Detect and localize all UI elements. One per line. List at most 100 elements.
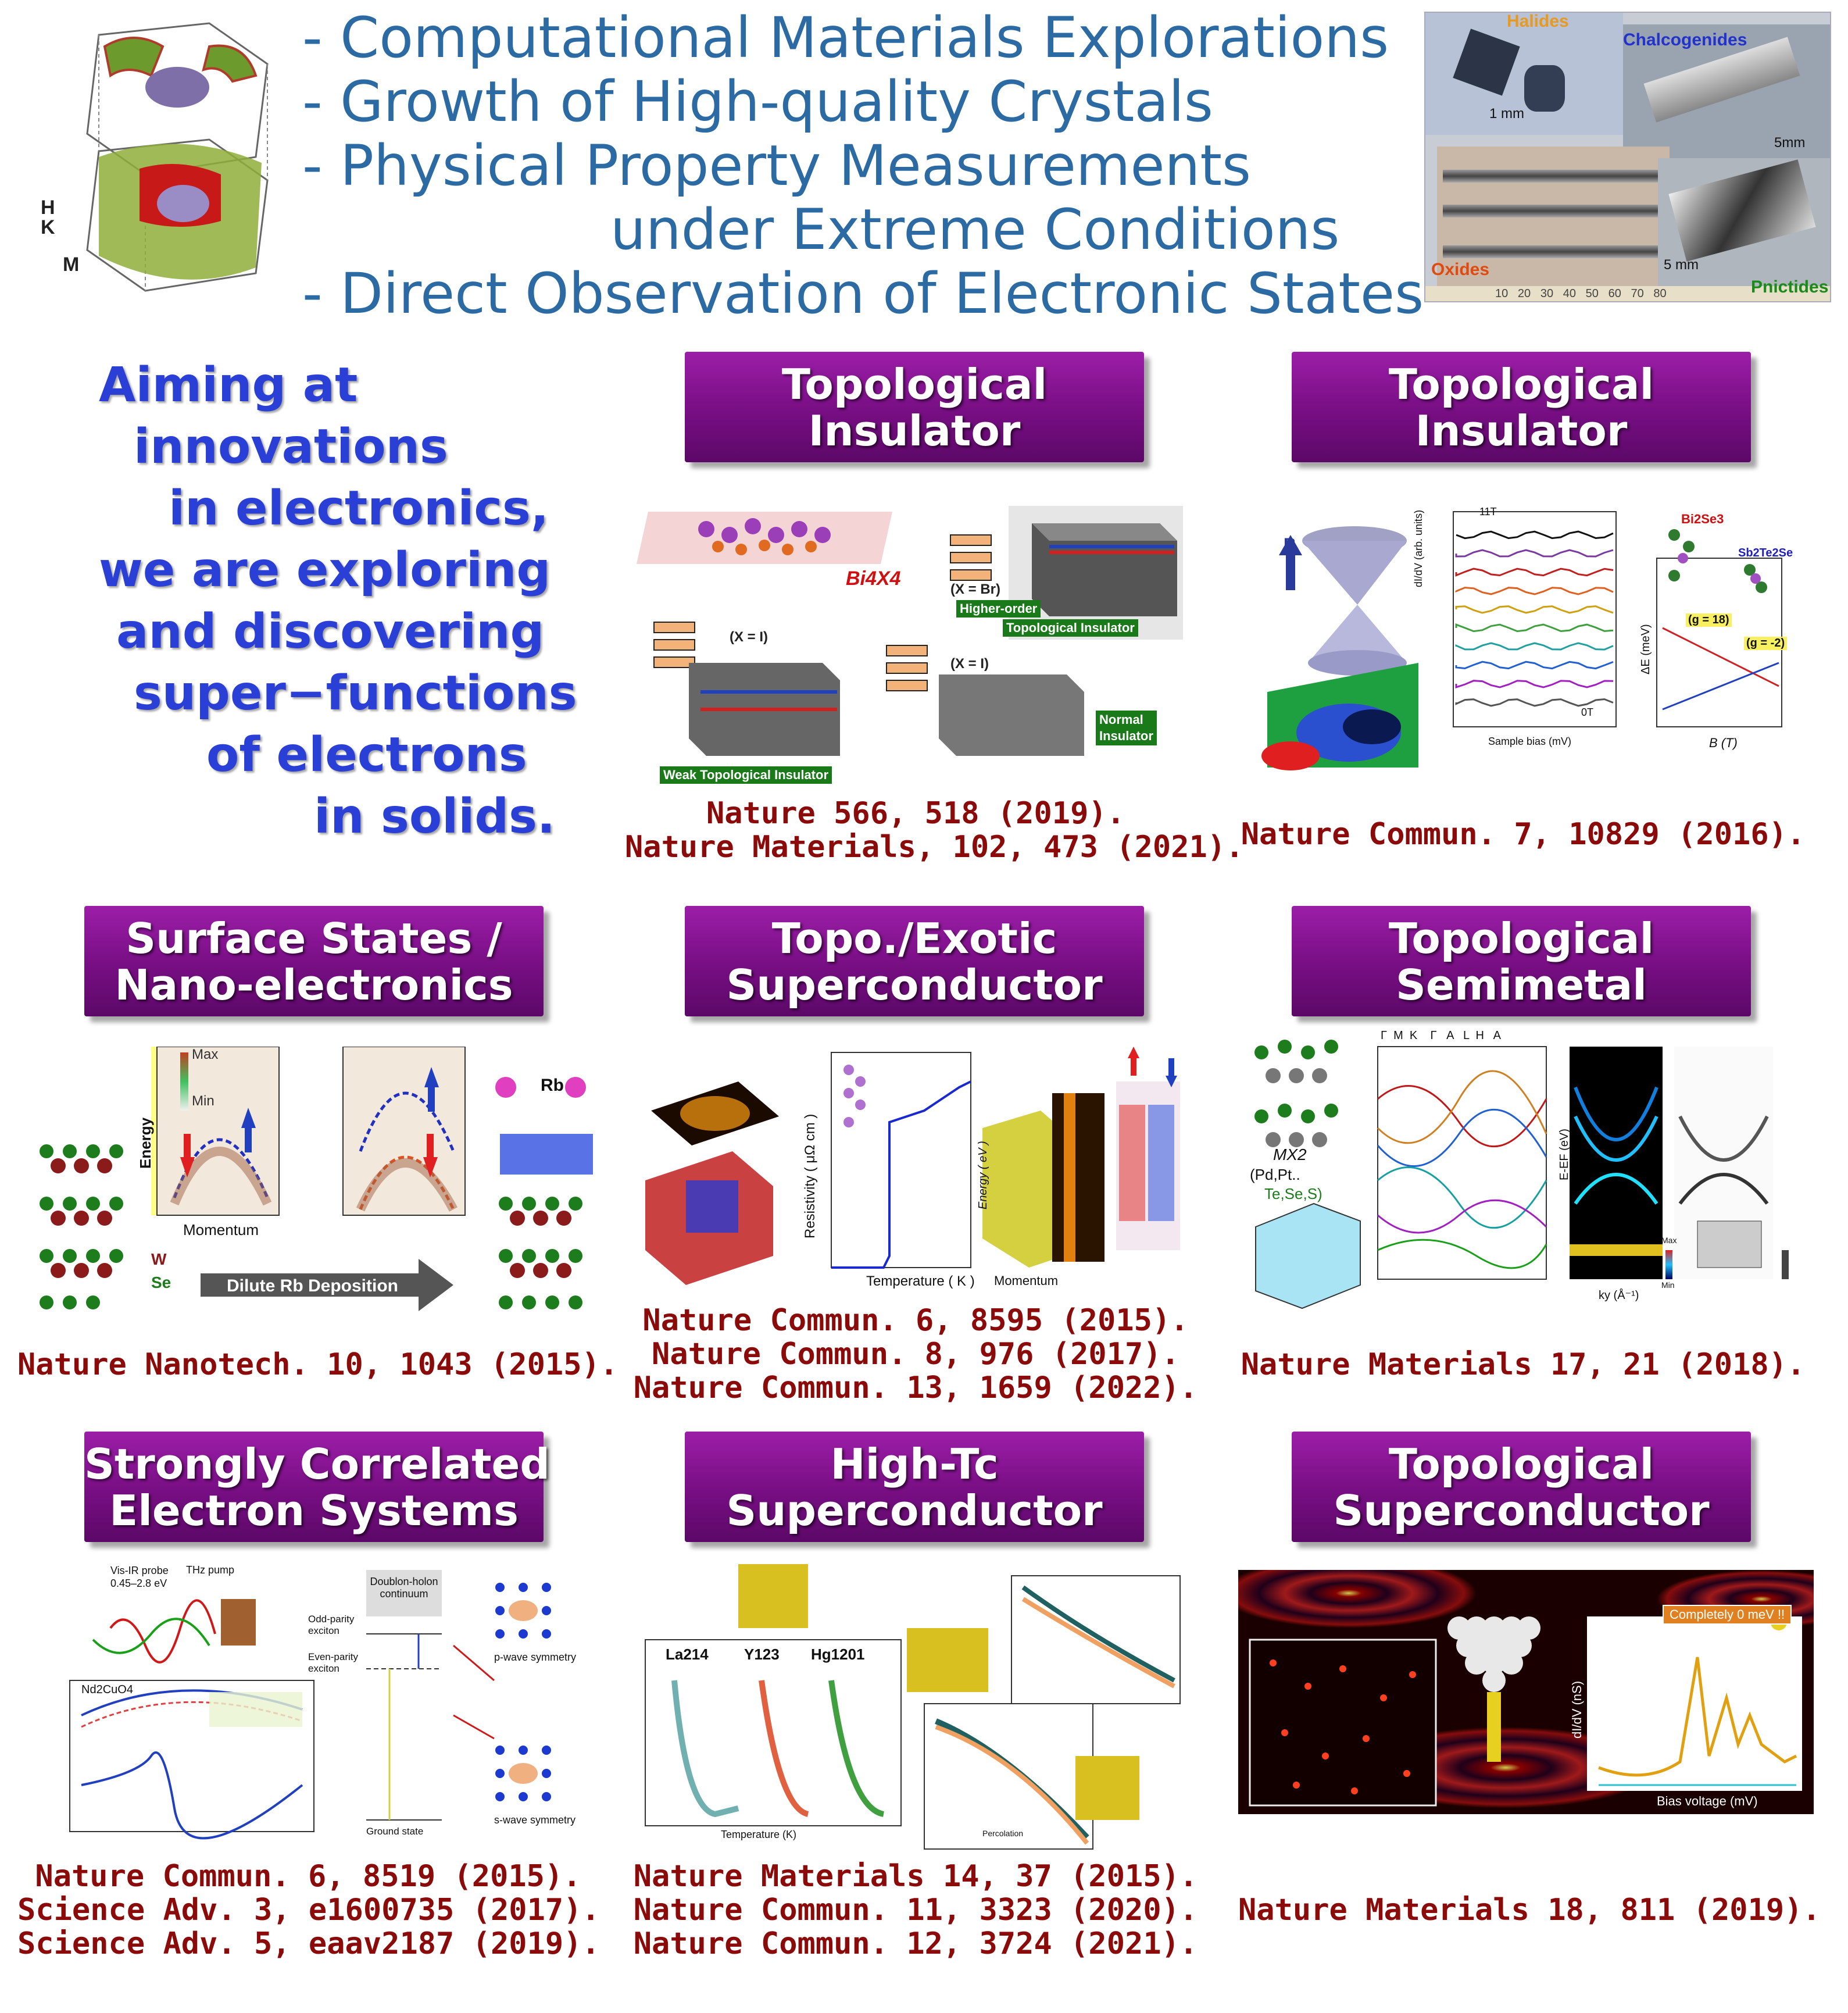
b-tesla-xlabel: B (T) <box>1709 736 1738 750</box>
delta-e-ylabel: ΔE (meV) <box>1639 624 1652 674</box>
temperature-xlabel: Temperature (K) <box>721 1829 797 1840</box>
zero-mev-callout: Completely 0 meV !! <box>1663 1605 1792 1625</box>
halides-label: Halides <box>1507 12 1569 31</box>
odd-parity-label: Odd-parity exciton <box>308 1614 355 1636</box>
bi4x4-label: Bi4X4 <box>846 568 901 590</box>
temperature-xlabel: Temperature ( K ) <box>866 1273 975 1289</box>
elements-label-2: Te,Se,S) <box>1264 1185 1322 1202</box>
scale-5mm-a: 5mm <box>1774 135 1806 151</box>
min-label: Min <box>1661 1280 1675 1290</box>
citation: Nature Commun. 13, 1659 (2022). <box>633 1370 1198 1405</box>
elements-label-1: (Pd,Pt.. <box>1250 1166 1300 1183</box>
field-0t-label: 0T <box>1581 706 1594 718</box>
panel-6-citations: Nature Commun. 6, 8519 (2015). Science A… <box>17 1859 600 1961</box>
aim-line: super−functions <box>134 666 577 721</box>
pump-label: THz pump <box>186 1564 235 1576</box>
chalcogenides-label: Chalcogenides <box>1623 30 1747 49</box>
spectrum-curve <box>1455 568 1614 577</box>
citation: Science Adv. 5, eaav2187 (2019). <box>17 1926 600 1961</box>
citation: Nature Nanotech. 10, 1043 (2015). <box>17 1347 619 1382</box>
energy-axis-label: Energy <box>137 1117 154 1169</box>
bullet-crystal-growth: - Growth of High-quality Crystals <box>302 69 1213 134</box>
weak-ti-label: Weak Topological Insulator <box>660 766 832 784</box>
spectrum-curve <box>1455 605 1614 614</box>
field-11t-label: 11T <box>1479 506 1497 517</box>
aim-line: and discovering <box>116 604 545 659</box>
citation: Nature Commun. 6, 8519 (2015). <box>35 1859 581 1894</box>
bullet-computational: - Computational Materials Explorations <box>302 5 1389 70</box>
panel-2-citations: Nature Commun. 7, 10829 (2016). <box>1238 818 1808 851</box>
k-path-label: Γ M K Γ A L H A <box>1381 1029 1501 1042</box>
x-i-label-2: (X = I) <box>950 656 989 672</box>
aim-statement: Aiming at innovations in electronics, we… <box>99 355 622 848</box>
spectrum-curve <box>1455 623 1614 633</box>
didv-ylabel: dI/dV (nS) <box>1570 1680 1584 1739</box>
topological-insulator-label: Topological Insulator <box>1003 619 1138 637</box>
oxides-label: Oxides <box>1431 260 1490 279</box>
w-label: W <box>151 1250 167 1268</box>
didv-ylabel: dI/dV (arb. units) <box>1413 509 1424 587</box>
max-label: Max <box>192 1047 219 1062</box>
x-br-label: (X = Br) <box>950 581 1001 597</box>
citation: Nature Materials, 102, 473 (2021). <box>625 830 1244 865</box>
citation: Nature Commun. 12, 3724 (2021). <box>633 1926 1198 1961</box>
panel-surface-states-header: Surface States /Nano-electronics <box>84 906 544 1016</box>
momentum-axis-label: Momentum <box>183 1221 259 1239</box>
panel-8-citations: Nature Materials 18, 811 (2019). <box>1238 1893 1821 1927</box>
nd2cuo4-label: Nd2CuO4 <box>81 1683 133 1696</box>
topological-semimetal-figure: MX2 (Pd,Pt.. Te,Se,S) Γ M K Γ A L H A E-… <box>1244 1029 1802 1320</box>
rb-label: Rb <box>541 1076 564 1095</box>
x-i-label-1: (X = I) <box>730 629 768 645</box>
continuum-label: Doublon-holon continuum <box>370 1576 438 1600</box>
citation: Nature Commun. 11, 3323 (2020). <box>633 1893 1198 1928</box>
aim-line: in solids. <box>314 789 556 844</box>
topological-superconductor-figure: Completely 0 meV !! Bias voltage (mV) dI… <box>1238 1570 1814 1814</box>
b-field-label: B <box>1284 535 1296 554</box>
citation: Nature Materials 17, 21 (2018). <box>1241 1347 1806 1382</box>
bullet-physical-property: - Physical Property Measurements <box>302 133 1251 198</box>
spectrum-curve <box>1455 642 1614 651</box>
scale-1mm: 1 mm <box>1489 106 1524 122</box>
high-tc-figure: La214 Y123 Hg1201 Temperature (K) Percol… <box>634 1564 1192 1855</box>
brillouin-zone-labels: H K M <box>41 197 80 276</box>
aim-line: Aiming at <box>99 358 358 413</box>
citation: Nature Commun. 7, 10829 (2016). <box>1241 817 1806 852</box>
spectrum-curve <box>1455 587 1614 595</box>
aim-line: innovations <box>134 419 448 474</box>
se-label: Se <box>151 1273 171 1291</box>
panel-3-citations: Nature Nanotech. 10, 1043 (2015). <box>17 1347 619 1382</box>
energy-ylabel: E-EF (eV) <box>1558 1129 1571 1180</box>
even-parity-label: Even-parity exciton <box>308 1651 358 1674</box>
bullet-extreme-conditions: under Extreme Conditions <box>610 197 1340 262</box>
p-wave-label: p-wave symmetry <box>494 1651 577 1663</box>
rb-deposition-arrow-label: Dilute Rb Deposition <box>227 1276 398 1295</box>
energy-ylabel: Energy ( eV ) <box>977 1141 989 1209</box>
pnictides-label: Pnictides <box>1751 277 1829 297</box>
y123-label: Y123 <box>744 1646 780 1663</box>
aim-line: of electrons <box>206 727 527 783</box>
panel-1-citations: Nature 566, 518 (2019). Nature Materials… <box>625 797 1244 865</box>
surface-states-figure: Max Min Energy Momentum Rb W Se Dilute R… <box>35 1047 593 1326</box>
ruler-ticks: 10 20 30 40 50 60 70 80 <box>1495 287 1667 300</box>
crystal-samples-photo: Halides Chalcogenides Oxides Pnictides 1… <box>1424 12 1831 302</box>
landau-level-spectroscopy-figure: B 11T 0T Sample bias (mV) dI/dV (arb. un… <box>1256 500 1793 779</box>
bi2se3-label: Bi2Se3 <box>1681 512 1724 526</box>
scale-5mm-b: 5 mm <box>1664 257 1699 273</box>
fermi-surface-illustration: H K M <box>35 12 279 314</box>
hg1201-label: Hg1201 <box>811 1646 865 1663</box>
spectrum-curve <box>1455 680 1614 688</box>
panel-7-citations: Nature Materials 14, 37 (2015). Nature C… <box>625 1859 1206 1961</box>
mx2-formula-label: MX2 <box>1273 1145 1307 1163</box>
citation: Nature Commun. 8, 976 (2017). <box>652 1337 1179 1372</box>
sb2te2se-label: Sb2Te2Se <box>1738 547 1793 559</box>
citation: Science Adv. 3, e1600735 (2017). <box>17 1893 600 1928</box>
